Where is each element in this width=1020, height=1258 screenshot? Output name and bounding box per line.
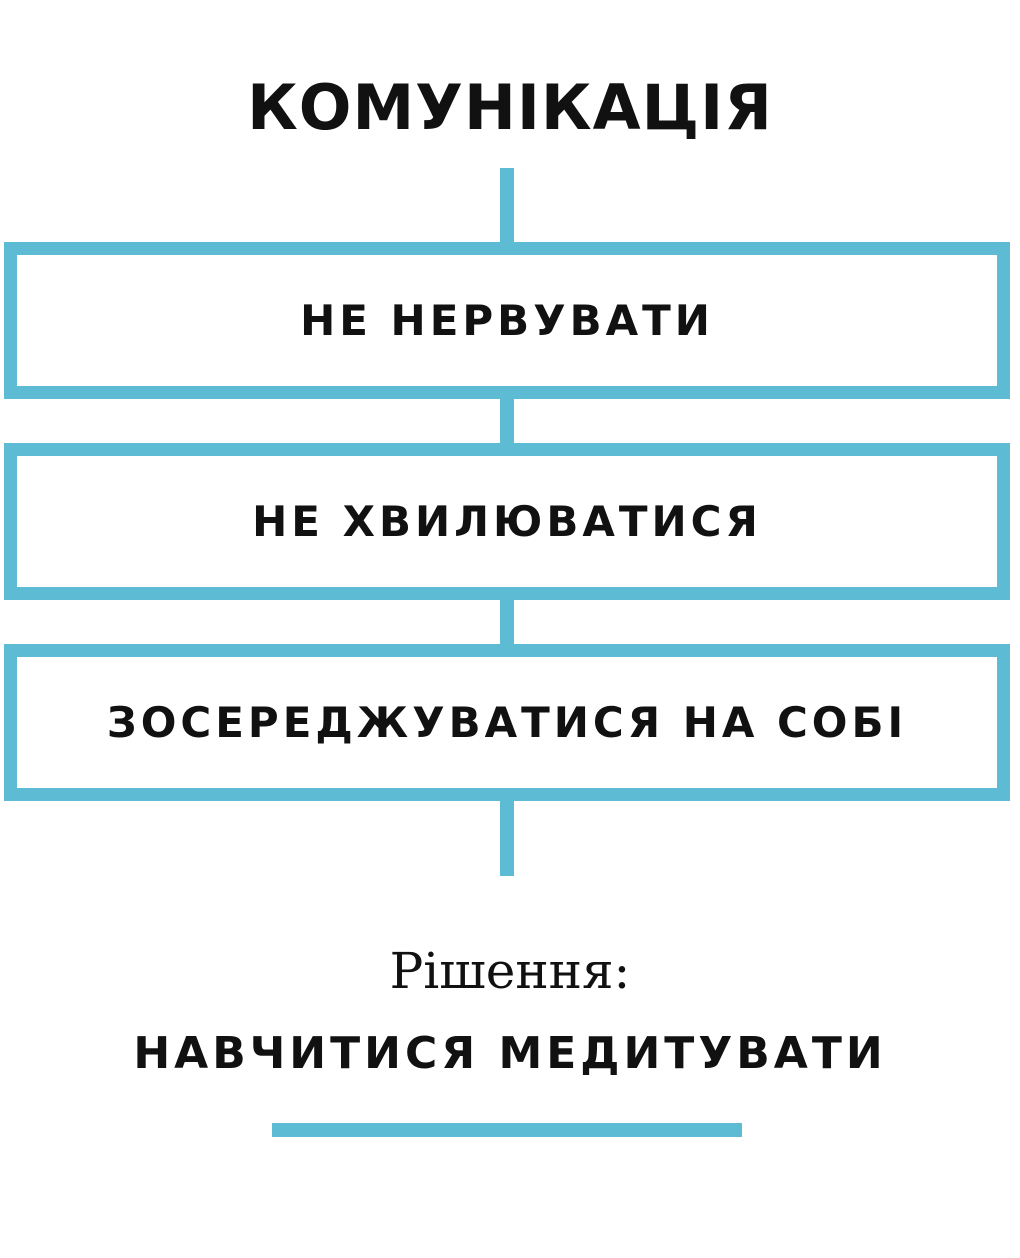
connector-1-2 [500, 396, 514, 446]
solution-value: НАВЧИТИСЯ МЕДИТУВАТИ [133, 1028, 887, 1079]
step-label-3: ЗОСЕРЕДЖУВАТИСЯ НА СОБІ [106, 698, 908, 747]
connector-top [500, 168, 514, 246]
step-box-3: ЗОСЕРЕДЖУВАТИСЯ НА СОБІ [4, 644, 1010, 801]
step-box-2: НЕ ХВИЛЮВАТИСЯ [4, 443, 1010, 600]
solution-underline [272, 1123, 742, 1137]
connector-bottom [500, 798, 514, 876]
connector-2-3 [500, 597, 514, 647]
diagram-title: КОМУНІКАЦІЯ [247, 71, 773, 144]
step-label-2: НЕ ХВИЛЮВАТИСЯ [252, 497, 762, 546]
step-label-1: НЕ НЕРВУВАТИ [300, 296, 714, 345]
solution-label: Рішення: [389, 942, 631, 1000]
step-box-1: НЕ НЕРВУВАТИ [4, 242, 1010, 399]
